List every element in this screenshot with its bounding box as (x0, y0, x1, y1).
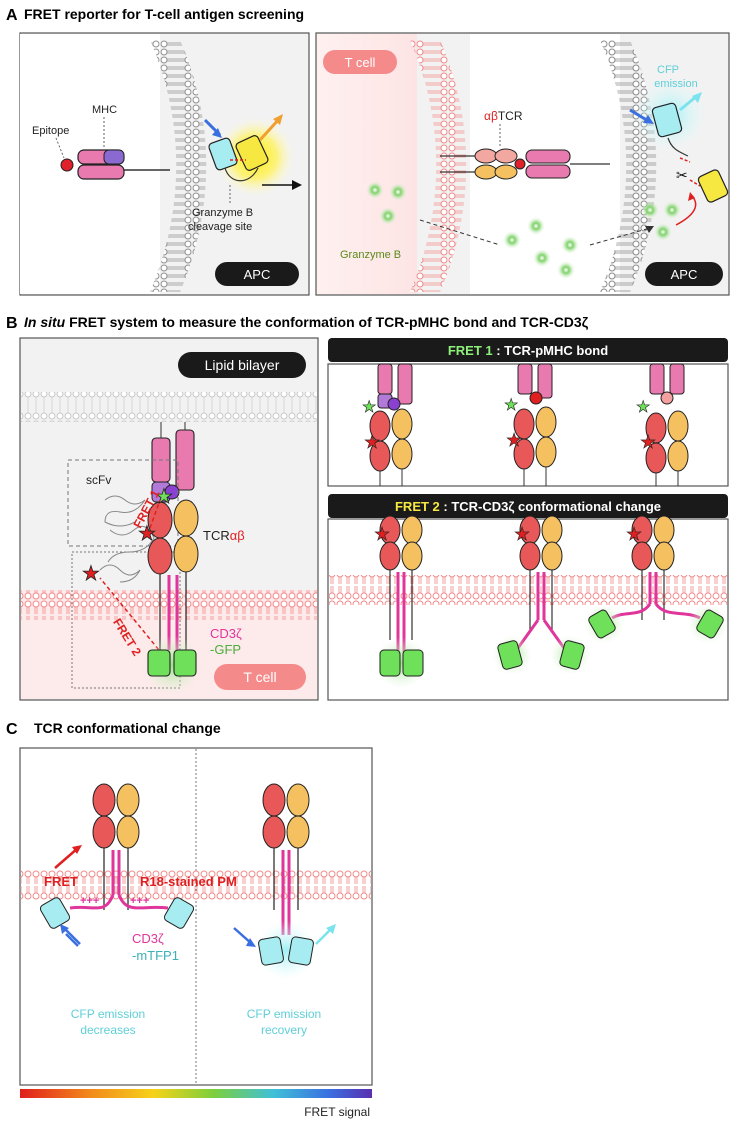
tcell-label-b: T cell (243, 669, 276, 685)
epitope-dot (60, 158, 74, 172)
svg-text:★: ★ (626, 524, 642, 544)
panel-a-title: FRET reporter for T-cell antigen screeni… (24, 6, 304, 22)
panel-a-letter: A (6, 7, 18, 24)
fret-spectrum-bar (20, 1089, 372, 1098)
c-cd3z-label: CD3ζ (132, 931, 164, 946)
transition-arrow (292, 180, 302, 190)
lipid-membrane-top (21, 392, 317, 422)
cfp-emission-1: CFP (657, 64, 679, 76)
apc-right-badge (645, 262, 723, 286)
fret1-complexes: ★ ★ ★ ★ ★ ★ (362, 363, 689, 486)
cd3z-label-b: CD3ζ (210, 626, 242, 641)
svg-text:★: ★ (504, 397, 518, 414)
svg-text:★: ★ (506, 430, 522, 450)
lipid-badge (178, 352, 306, 378)
epitope-label: Epitope (32, 125, 69, 137)
c-fret-label: FRET (44, 874, 78, 889)
svg-text:★: ★ (514, 524, 530, 544)
svg-text:✂: ✂ (676, 167, 688, 183)
c-membrane (21, 870, 371, 900)
fret-reporter-left (203, 114, 295, 197)
star-red-1: ★ (138, 523, 156, 545)
panel-c-title: TCR conformational change (34, 720, 221, 736)
c-plus-right: +++ (130, 895, 149, 907)
svg-text:★: ★ (374, 524, 390, 544)
apc-membrane-left (150, 40, 207, 292)
fret1-header-text: FRET 1 : TCR-pMHC bond (448, 343, 608, 358)
svg-text:★: ★ (362, 399, 376, 416)
c-mtfp1-label: -mTFP1 (132, 948, 179, 963)
c-r18-label: R18-stained PM (140, 874, 237, 889)
lipid-label: Lipid bilayer (205, 357, 280, 373)
svg-text:★: ★ (640, 432, 656, 452)
fret2-membrane (329, 575, 727, 605)
granzyme-site-label-2: cleavage site (188, 221, 252, 233)
apc-left-badge (215, 262, 299, 286)
tcell-label: T cell (345, 55, 376, 70)
tcell-membrane (410, 40, 467, 292)
scfv-label: scFv (86, 473, 111, 487)
panel-b-letter: B (6, 315, 18, 332)
apc-left-label: APC (244, 267, 271, 282)
mhc-label: MHC (92, 104, 117, 116)
fret2-header-text: FRET 2 : TCR-CD3ζ conformational change (395, 499, 661, 514)
panel-b-title: In situ FRET system to measure the confo… (24, 314, 589, 330)
c-dec-2: decreases (80, 1023, 135, 1037)
cfp-emission-2: emission (654, 78, 697, 90)
mhc-complex (60, 149, 170, 180)
panel-c-letter: C (6, 721, 18, 738)
scfv-structure (99, 495, 155, 583)
granzyme-dots (366, 181, 681, 279)
tcr-ab-label-b: TCRαβ (203, 528, 245, 543)
gfp-b (142, 635, 202, 695)
gfp-label-b: -GFP (210, 642, 241, 657)
c-rec-2: recovery (261, 1023, 307, 1037)
c-plus-left: +++ (80, 895, 99, 907)
tcr-ab-label: αβTCR (484, 109, 523, 123)
granzyme-label: Granzyme B (340, 249, 401, 261)
granzyme-site-label-1: Granzyme B (192, 207, 253, 219)
c-tcr-right (233, 783, 336, 980)
tcr-ab-b (147, 499, 199, 650)
apc-right-label: APC (671, 267, 698, 282)
c-tcr-left (39, 783, 195, 947)
star-red-2: ★ (82, 563, 100, 585)
c-dec-1: CFP emission (71, 1007, 145, 1021)
panel-c-box (19, 747, 373, 1086)
tcr-mhc-complex (440, 148, 610, 180)
svg-text:★: ★ (364, 432, 380, 452)
fret-reporter-cleaved: ✂ (629, 79, 729, 226)
tcell-badge (323, 50, 397, 74)
tcell-badge-b (214, 664, 306, 690)
svg-text:★: ★ (636, 399, 650, 416)
fret1-header (328, 338, 728, 362)
fret2-header (328, 494, 728, 518)
fret-signal-label: FRET signal (304, 1105, 370, 1119)
star-green: ★ (155, 486, 173, 508)
fret2-complexes: ★ ★ ★ (374, 515, 728, 689)
c-rec-1: CFP emission (247, 1007, 321, 1021)
